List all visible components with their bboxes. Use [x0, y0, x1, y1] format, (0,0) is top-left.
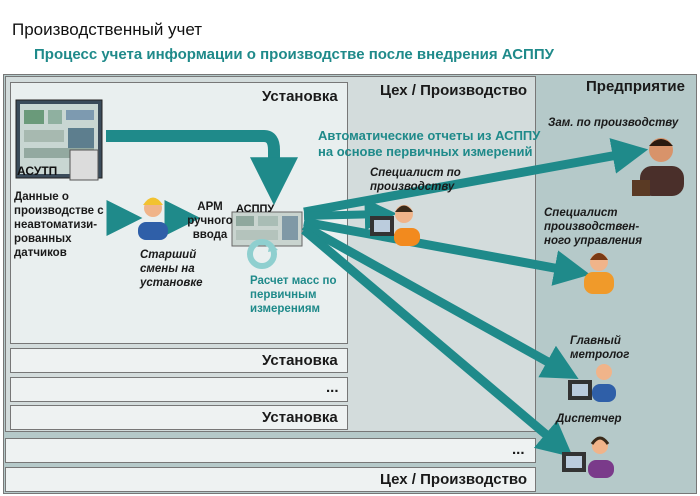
workshop-row-dots — [5, 438, 536, 463]
unit-row-1 — [10, 348, 348, 373]
asppu-label: АСППУ — [236, 203, 275, 215]
unit-row-2 — [10, 405, 348, 430]
arrow-to-metrologist — [301, 222, 579, 380]
workshop-label: Цех / Производство — [380, 82, 528, 99]
cycle-icon — [247, 239, 278, 269]
asutp-label: АСУТП — [17, 164, 58, 178]
mgmt-specialist-person-icon — [584, 253, 614, 294]
metrologist-person-icon — [568, 364, 616, 402]
workshop-row-2 — [5, 467, 536, 492]
arrow-to-production-specialist — [303, 198, 397, 231]
production-specialist-person-icon — [370, 205, 420, 246]
asutp-to-asppu-arrow — [106, 130, 298, 206]
arrow-to-deputy — [303, 138, 649, 217]
page-title: Производственный учет — [12, 20, 203, 39]
dispatcher-label: Диспетчер — [556, 413, 622, 425]
arm-label: АРМ ручного ввода — [187, 201, 233, 241]
unit-row-dots-label: ... — [326, 379, 339, 396]
page-subtitle: Процесс учета информации о производстве … — [34, 46, 554, 63]
auto-reports-label: Автоматические отчеты из АСППУ на основе… — [318, 128, 541, 159]
arrow-to-mgmt-specialist — [303, 217, 591, 286]
unit-row-2-label: Установка — [262, 409, 338, 426]
dispatcher-person-icon — [562, 436, 614, 478]
asppu-screen-icon — [231, 211, 303, 247]
mgmt-specialist-label: Специалист производствен-ного управления — [544, 207, 642, 247]
workshop-row-dots-label: ... — [512, 441, 525, 458]
production-specialist-label: Специалист по производству — [370, 167, 461, 193]
mass-calc-label: Расчет масс по первичным измерениям — [250, 275, 337, 315]
deputy-person-icon — [632, 138, 684, 196]
workshop-row-2-label: Цех / Производство — [380, 471, 528, 488]
sensor-data-label: Данные о производстве с неавтоматизи-ров… — [14, 191, 104, 259]
unit-label: Установка — [262, 88, 338, 105]
asutp-monitor-icon — [15, 99, 103, 181]
unit-row-dots — [10, 377, 348, 402]
enterprise-label: Предприятие — [586, 78, 685, 95]
metrologist-label: Главный метролог — [570, 335, 630, 361]
shift-senior-label: Старший смены на установке — [140, 249, 203, 289]
shift-senior-person-icon — [138, 197, 168, 240]
unit-row-1-label: Установка — [262, 352, 338, 369]
deputy-label: Зам. по производству — [548, 117, 679, 129]
arrow-to-dispatcher — [301, 226, 573, 458]
